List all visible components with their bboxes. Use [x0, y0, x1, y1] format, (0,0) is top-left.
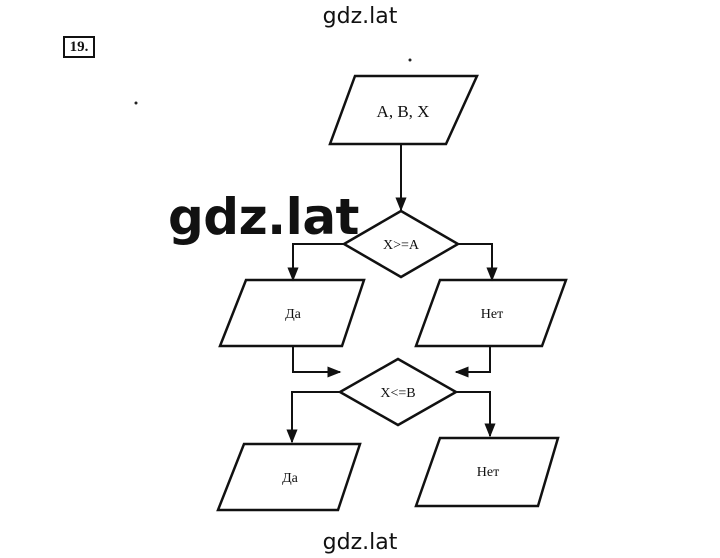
arrow-yes1-to-cond2	[292, 346, 342, 378]
arrow-cond2-yes	[286, 391, 340, 444]
yes-label-2: Да	[282, 471, 299, 486]
no-label-1: Нет	[481, 307, 503, 322]
watermark-top: gdz.lat	[322, 4, 398, 29]
yes-label-1: Да	[285, 307, 302, 322]
decision-2-label: X<=B	[380, 386, 415, 401]
speck	[134, 101, 138, 105]
no-label-2: Нет	[477, 465, 499, 480]
arrow-no1-to-cond2	[454, 346, 491, 378]
decision-x-le-b	[337, 357, 459, 427]
speck	[408, 58, 412, 62]
arrow-cond1-no	[458, 243, 498, 282]
watermark-center: gdz.lat	[168, 188, 359, 246]
arrow-cond1-yes	[287, 243, 344, 282]
input-block	[328, 74, 479, 146]
decision-1-label: X>=A	[383, 238, 420, 253]
arrow-cond2-no	[456, 391, 496, 438]
no-block-1	[414, 278, 568, 348]
task-number: 19.	[63, 36, 95, 58]
decision-x-ge-a	[341, 209, 461, 279]
watermark-bottom: gdz.lat	[322, 530, 398, 555]
yes-block-2	[216, 442, 362, 512]
no-block-2	[414, 436, 560, 508]
yes-block-1	[218, 278, 366, 348]
input-label: A, B, X	[377, 102, 430, 121]
